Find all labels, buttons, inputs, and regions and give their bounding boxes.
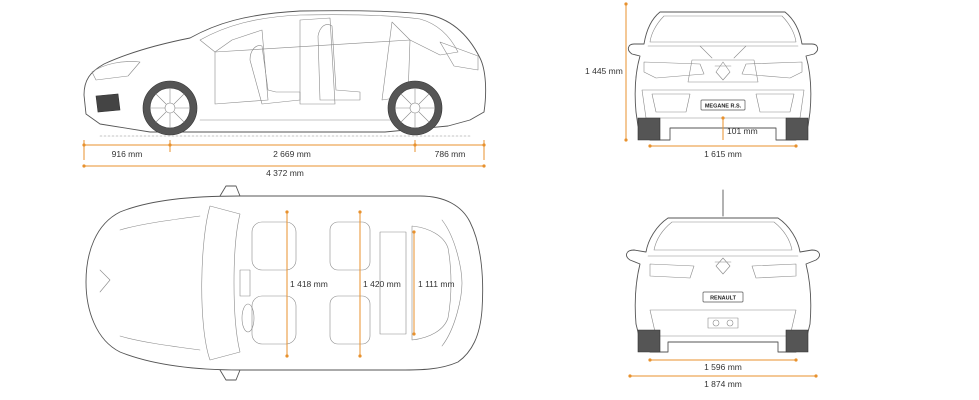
boot-width-label: 1 111 mm (418, 279, 455, 289)
front-view: MEGANE R.S. 1 445 mm 101 mm 1 615 mm (585, 2, 819, 159)
rear-overhang-label: 786 mm (435, 149, 466, 159)
rear-view: RENAULT 1 596 mm 1 874 mm (626, 189, 820, 389)
wheelbase-label: 2 669 mm (273, 149, 311, 159)
top-view: 1 418 mm 1 420 mm 1 111 mm (85, 185, 484, 381)
overall-length-label: 4 372 mm (266, 168, 304, 178)
front-width-label: 1 418 mm (290, 279, 328, 289)
ground-clearance-label: 101 mm (727, 126, 758, 136)
overall-width-label: 1 874 mm (704, 379, 742, 389)
front-track-label: 1 615 mm (704, 149, 742, 159)
side-view: 916 mm 2 669 mm 786 mm 4 372 mm (82, 10, 487, 178)
front-overhang-label: 916 mm (112, 149, 143, 159)
rear-badge: RENAULT (710, 296, 737, 302)
rear-track-label: 1 596 mm (704, 362, 742, 372)
height-label: 1 445 mm (585, 66, 623, 76)
rear-width-label: 1 420 mm (363, 279, 401, 289)
front-badge: MEGANE R.S. (705, 104, 742, 110)
